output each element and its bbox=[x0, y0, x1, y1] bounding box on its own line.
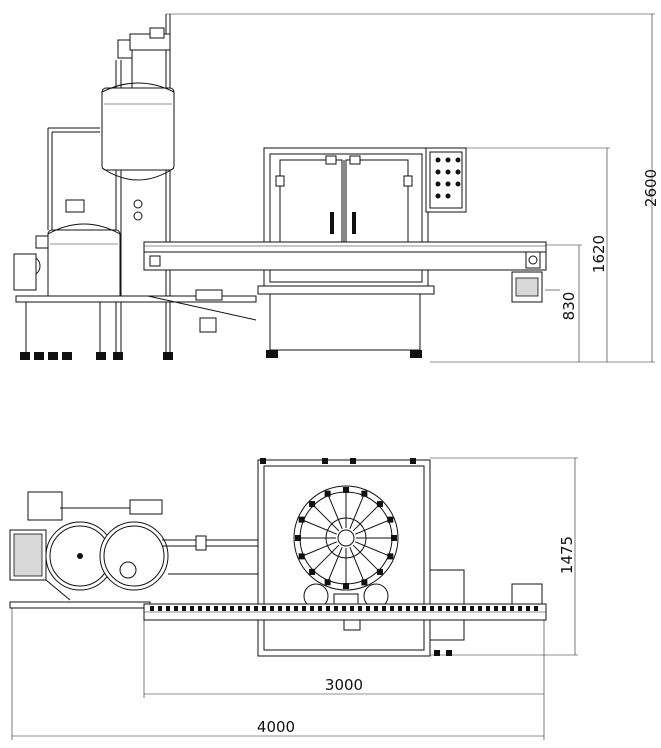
top-view bbox=[9, 457, 578, 740]
front-conveyor bbox=[143, 241, 547, 303]
dimension-base-height: 830 bbox=[560, 292, 578, 321]
dimension-conveyor-height: 1620 bbox=[590, 235, 608, 273]
front-elevation bbox=[13, 13, 655, 363]
top-conveyor bbox=[143, 603, 547, 621]
tank-assembly-top bbox=[9, 491, 260, 609]
width-dimension-lines bbox=[11, 457, 578, 740]
dimension-overall-height: 2600 bbox=[642, 169, 660, 207]
dimension-top-depth: 1475 bbox=[558, 536, 576, 574]
dimension-total-length: 4000 bbox=[257, 718, 295, 736]
dimension-machine-length: 3000 bbox=[325, 676, 363, 694]
mixing-tank-assembly bbox=[13, 14, 257, 360]
dimension-labels: 2600 1620 830 1475 3000 4000 bbox=[257, 169, 660, 736]
